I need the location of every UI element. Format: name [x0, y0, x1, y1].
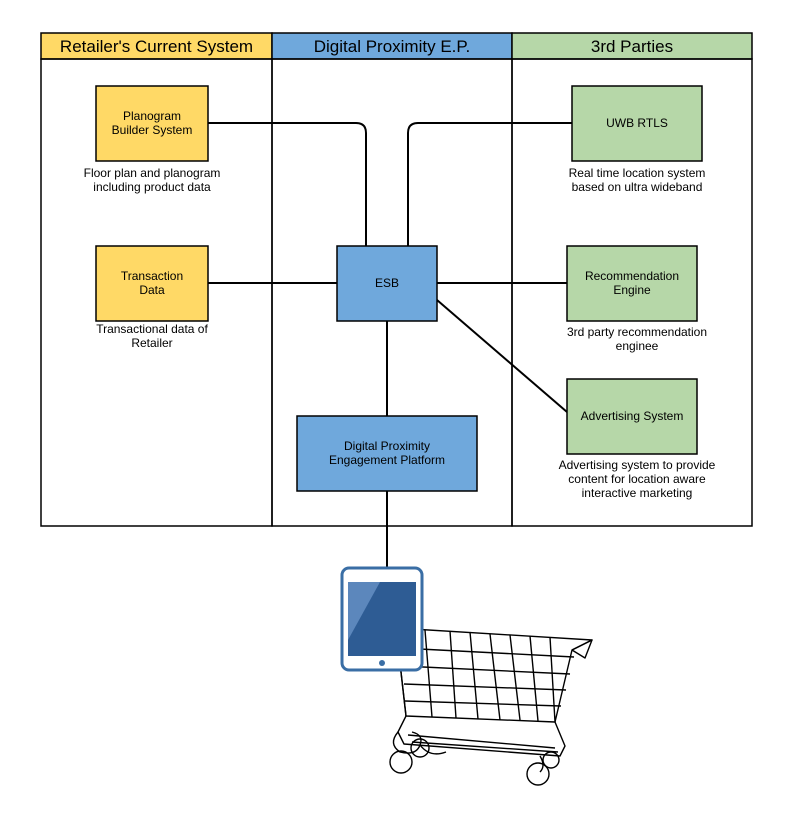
caption-uwb-1: Real time location system: [569, 166, 706, 180]
edge-planogram-esb: [208, 122, 367, 246]
edge-uwb-esb: [407, 122, 572, 246]
lane-title-third-parties: 3rd Parties: [591, 37, 673, 56]
node-recommendation-line-1: Recommendation: [585, 269, 679, 283]
caption-transaction-1: Transactional data of: [96, 322, 208, 336]
lane-title-retailer: Retailer's Current System: [60, 37, 253, 56]
node-recommendation-line-2: Engine: [613, 283, 651, 297]
caption-advertising-3: interactive marketing: [582, 486, 693, 500]
node-dpep: Digital Proximity Engagement Platform: [296, 415, 478, 492]
node-transaction: Transaction Data: [95, 245, 209, 322]
caption-recommendation-1: 3rd party recommendation: [567, 325, 707, 339]
node-recommendation: Recommendation Engine: [566, 245, 698, 322]
node-esb-line-1: ESB: [375, 276, 399, 290]
caption-uwb-2: based on ultra wideband: [572, 180, 703, 194]
tablet-icon: [340, 566, 424, 672]
caption-transaction-2: Retailer: [131, 336, 172, 350]
lane-body-third-parties: [511, 58, 753, 527]
lane-header-ep: [271, 32, 513, 60]
caption-advertising-1: Advertising system to provide: [559, 458, 716, 472]
node-planogram-line-1: Planogram: [123, 109, 181, 123]
node-uwb-line-1: UWB RTLS: [606, 116, 668, 130]
node-dpep-line-2: Engagement Platform: [329, 453, 445, 467]
node-dpep-line-1: Digital Proximity: [344, 439, 430, 453]
node-advertising-line-1: Advertising System: [581, 409, 684, 423]
node-esb: ESB: [336, 245, 438, 322]
node-transaction-line-1: Transaction: [121, 269, 183, 283]
lane-title-ep: Digital Proximity E.P.: [314, 37, 471, 56]
lane-header-retailer: [40, 32, 273, 60]
edge-esb-advertising: [436, 299, 568, 413]
caption-planogram-1: Floor plan and planogram: [84, 166, 221, 180]
node-advertising: Advertising System: [566, 378, 698, 455]
shopping-cart-icon: [389, 627, 593, 786]
caption-planogram-2: including product data: [93, 180, 211, 194]
node-planogram-line-2: Builder System: [112, 123, 193, 137]
node-planogram: Planogram Builder System: [95, 85, 209, 162]
node-uwb: UWB RTLS: [571, 85, 703, 162]
caption-advertising-2: content for location aware: [568, 472, 706, 486]
node-transaction-line-2: Data: [139, 283, 165, 297]
caption-recommendation-2: enginee: [616, 339, 659, 353]
